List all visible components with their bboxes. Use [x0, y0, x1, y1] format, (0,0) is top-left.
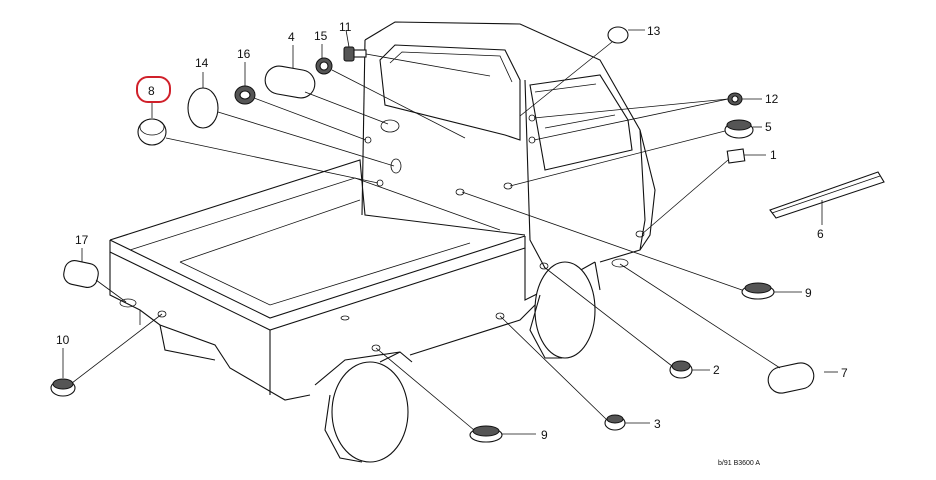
- callout-9-lower: 9: [541, 428, 548, 442]
- part-10-plug: [50, 378, 76, 397]
- part-4-cover: [264, 65, 316, 99]
- part-1-pad: [726, 148, 746, 164]
- reference-code: b/91 B3600 A: [718, 460, 760, 467]
- callout-5: 5: [765, 120, 772, 134]
- part-9-grommet-lower: [469, 425, 503, 443]
- callout-3: 3: [654, 417, 661, 431]
- part-12-grommet: [727, 92, 743, 106]
- callout-17: 17: [75, 233, 89, 247]
- callout-9-upper: 9: [805, 286, 812, 300]
- part-9-grommet-upper: [741, 282, 775, 300]
- highlight-ring: [136, 76, 171, 103]
- part-16-grommet: [234, 85, 256, 105]
- part-7-cover: [767, 362, 815, 394]
- callout-13: 13: [647, 24, 661, 38]
- part-13-plug: [607, 26, 629, 44]
- callout-4: 4: [288, 30, 295, 44]
- callout-14: 14: [195, 56, 209, 70]
- callout-6: 6: [817, 227, 824, 241]
- front-wheel: [529, 261, 601, 359]
- callout-labels: 1 2 3 4 5 6 7 8 9 9 10 11 12 13 14 15 16…: [56, 20, 848, 442]
- leader-lines: [62, 29, 838, 435]
- callout-11: 11: [339, 20, 352, 34]
- part-8-plug: [137, 118, 167, 146]
- part-14-plug: [187, 87, 219, 129]
- part-3-plug: [604, 414, 626, 431]
- part-17-cover: [63, 260, 99, 288]
- callout-12: 12: [765, 92, 779, 106]
- part-15-clip: [315, 57, 333, 75]
- callout-10: 10: [56, 333, 70, 347]
- callout-7: 7: [841, 366, 848, 380]
- part-5-plug: [724, 119, 754, 139]
- callout-1: 1: [770, 148, 777, 162]
- body-holes: [119, 114, 645, 352]
- part-6-moulding: [769, 171, 885, 219]
- rear-wheel: [324, 351, 413, 463]
- part-2-plug: [669, 360, 693, 379]
- callout-2: 2: [713, 363, 720, 377]
- callout-15: 15: [314, 29, 328, 43]
- callout-16: 16: [237, 47, 251, 61]
- part-11-bolt: [343, 46, 367, 62]
- callout-8: 8: [148, 84, 155, 98]
